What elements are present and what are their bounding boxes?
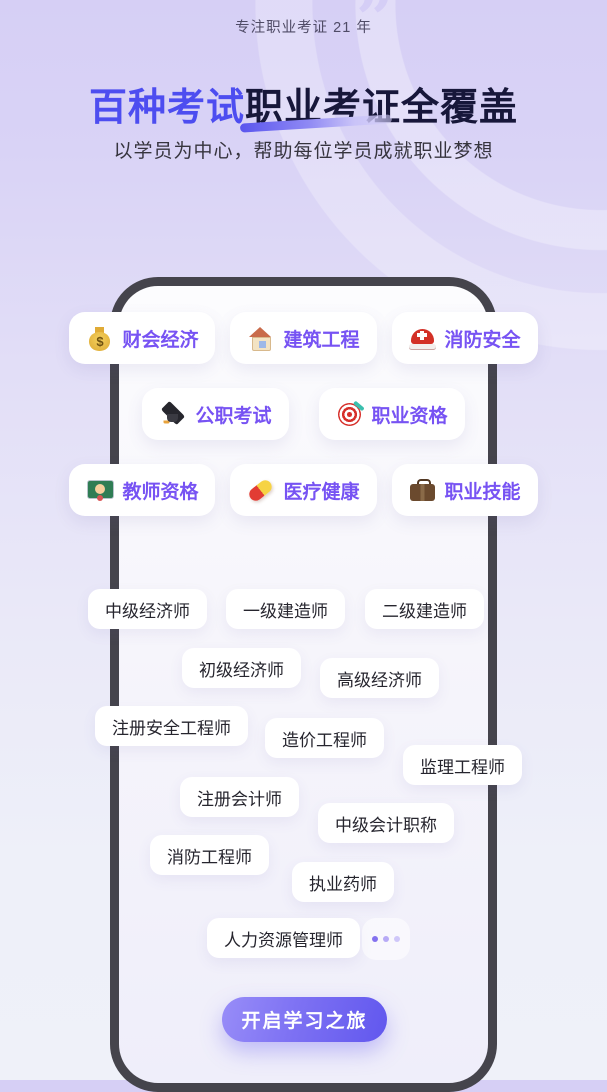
category-label: 职业技能	[444, 481, 521, 503]
more-tags-button[interactable]	[362, 918, 410, 960]
money-bag-icon	[86, 324, 114, 352]
category-row-1: 财会经济 建筑工程 消防安全	[0, 312, 607, 364]
category-construction[interactable]: 建筑工程	[230, 312, 377, 364]
tag-cost-engineer[interactable]: 造价工程师	[265, 718, 384, 758]
tag-hr-manager[interactable]: 人力资源管理师	[207, 918, 360, 958]
pill-icon	[247, 477, 274, 504]
tag-supervision-engineer[interactable]: 监理工程师	[403, 745, 522, 785]
dart-target-icon	[336, 401, 363, 428]
ellipsis-dot	[394, 936, 400, 942]
category-label: 公职考试	[195, 405, 272, 427]
category-vocational-skills[interactable]: 职业技能	[391, 464, 538, 516]
tag-certified-public-accountant[interactable]: 注册会计师	[180, 777, 299, 817]
category-label: 消防安全	[444, 329, 521, 351]
tag-licensed-pharmacist[interactable]: 执业药师	[292, 862, 394, 902]
category-fire-safety[interactable]: 消防安全	[391, 312, 538, 364]
tag-junior-economist[interactable]: 初级经济师	[182, 648, 301, 688]
tag-second-class-constructor[interactable]: 二级建造师	[365, 589, 484, 629]
graduation-cap-icon	[159, 401, 186, 428]
tag-fire-engineer[interactable]: 消防工程师	[150, 835, 269, 875]
teacher-icon	[86, 477, 115, 504]
category-row-3: 教师资格 医疗健康 职业技能	[0, 464, 607, 516]
page-title: 百种考试职业考证全覆盖	[0, 76, 607, 131]
closing-double-quote-icon: ”	[356, 0, 394, 58]
rescue-helmet-icon	[408, 325, 436, 352]
tag-registered-safety-engineer[interactable]: 注册安全工程师	[95, 706, 248, 746]
tag-senior-economist[interactable]: 高级经济师	[320, 658, 439, 698]
category-medical-health[interactable]: 医疗健康	[230, 464, 377, 516]
category-teacher-qualification[interactable]: 教师资格	[69, 464, 216, 516]
ellipsis-dot	[383, 936, 389, 942]
category-finance-economy[interactable]: 财会经济	[69, 312, 216, 364]
category-label: 教师资格	[122, 481, 199, 503]
house-icon	[247, 325, 274, 352]
category-row-2: 公职考试 职业资格	[0, 388, 607, 440]
category-label: 医疗健康	[283, 481, 360, 503]
category-label: 职业资格	[371, 405, 448, 427]
category-label: 财会经济	[122, 329, 199, 351]
page-subtitle: 以学员为中心，帮助每位学员成就职业梦想	[113, 141, 494, 162]
ellipsis-dot	[372, 936, 378, 942]
category-civil-service[interactable]: 公职考试	[142, 388, 289, 440]
tag-intermediate-economist[interactable]: 中级经济师	[88, 589, 207, 629]
briefcase-icon	[409, 477, 436, 504]
page-title-highlight: 百种考试	[88, 87, 245, 129]
start-learning-button[interactable]: 开启学习之旅	[222, 997, 387, 1042]
tagline: 专注职业考证 21 年	[235, 20, 372, 36]
category-professional-qualification[interactable]: 职业资格	[318, 388, 465, 440]
tag-intermediate-accounting-title[interactable]: 中级会计职称	[318, 803, 454, 843]
tag-first-class-constructor[interactable]: 一级建造师	[226, 589, 345, 629]
category-label: 建筑工程	[283, 329, 360, 351]
